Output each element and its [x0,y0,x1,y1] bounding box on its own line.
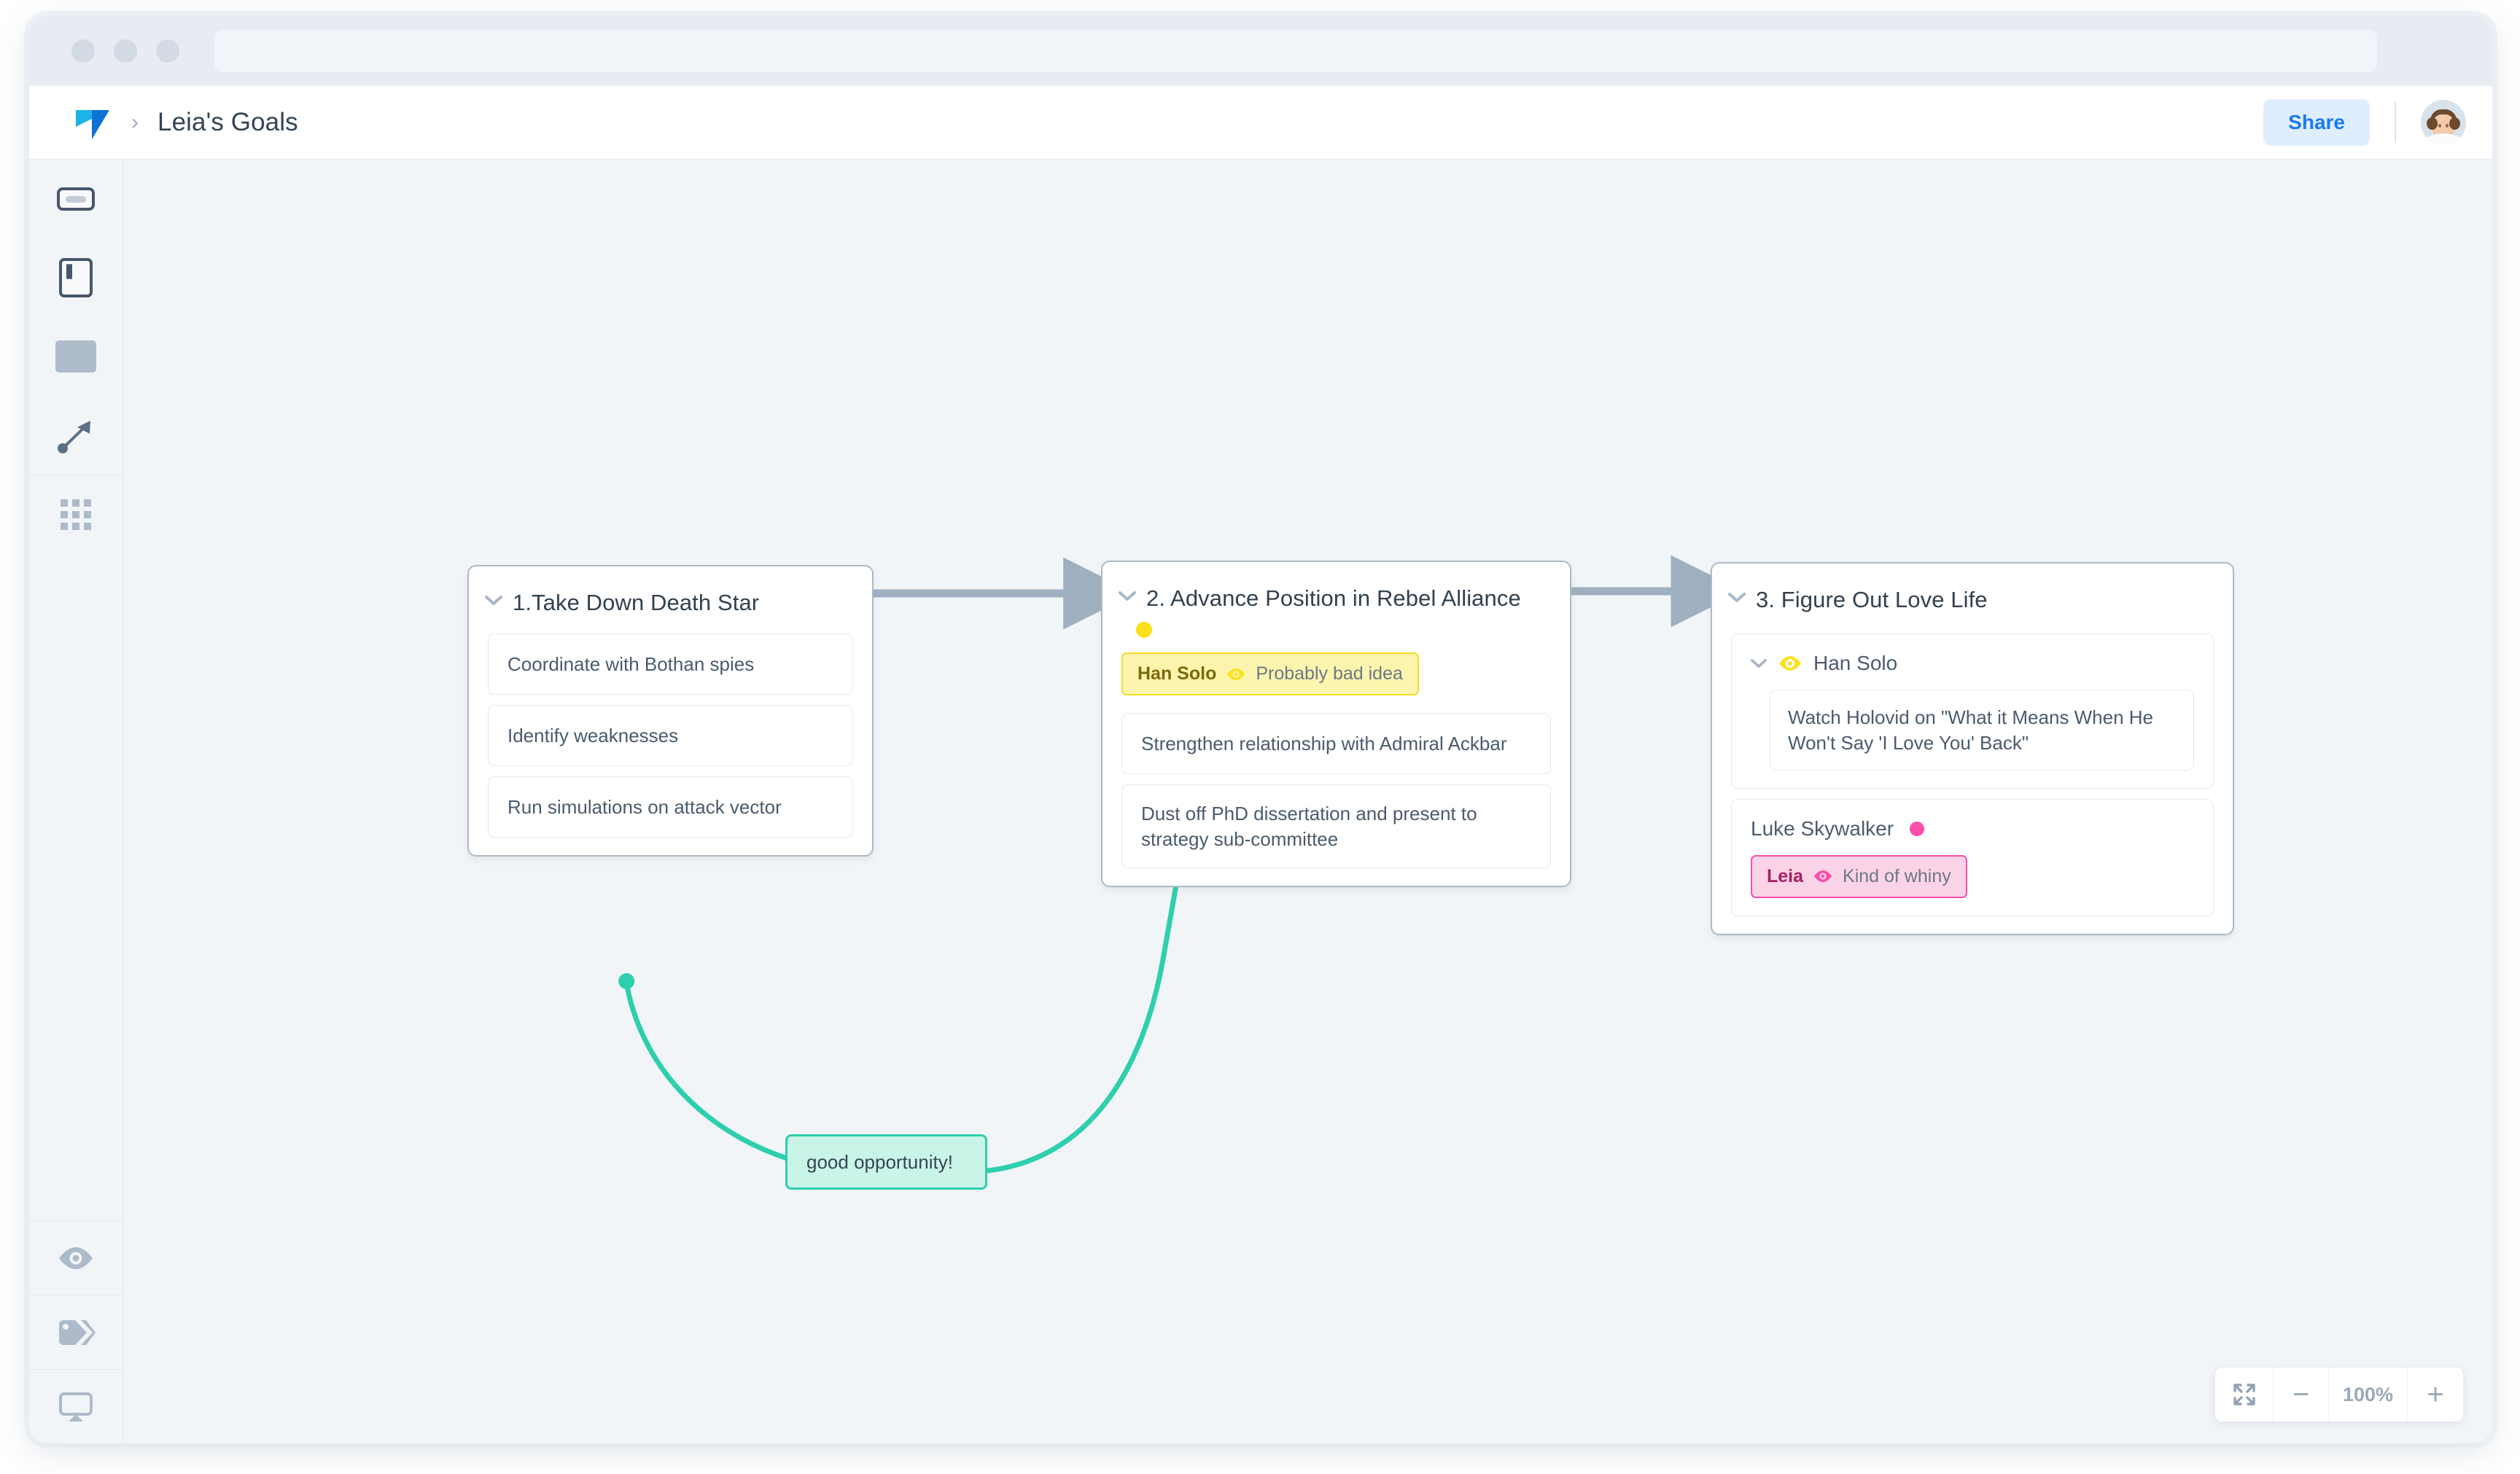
card-title: 1.Take Down Death Star [513,590,760,615]
comment-text: Probably bad idea [1256,663,1403,685]
present-screen-icon [59,1392,93,1422]
card-list-tool[interactable] [29,238,122,317]
connector-card1-note [623,980,790,1161]
card-header[interactable]: 2. Advance Position in Rebel Alliance [1102,562,1570,613]
address-bar[interactable] [214,30,2377,72]
chevron-down-icon[interactable] [1751,658,1767,668]
visibility-tool[interactable] [29,1220,122,1295]
chevron-down-icon[interactable] [1728,593,1746,603]
avatar[interactable] [2421,100,2466,145]
card-group-list: Han Solo Watch Holovid on "What it Means… [1712,615,2233,934]
grid-icon [61,499,91,530]
chevron-down-icon[interactable] [1119,591,1136,601]
card-item[interactable]: Run simulations on attack vector [488,776,853,838]
frame-icon [55,340,96,373]
frame-tool[interactable] [29,317,122,396]
card-title: 2. Advance Position in Rebel Alliance [1146,585,1521,611]
card-group-luke-skywalker[interactable]: Luke Skywalker Leia Kind of whiny [1731,798,2214,916]
card-list-icon [59,258,93,297]
teal-connector-start-dot [618,973,635,989]
maximize-window-button[interactable] [156,39,179,63]
present-tool[interactable] [29,1369,122,1443]
comment-chip[interactable]: Han Solo Probably bad idea [1121,652,1419,696]
group-name: Han Solo [1813,652,1898,675]
app-body: 1.Take Down Death Star Coordinate with B… [29,160,2492,1443]
tags-icon [59,1319,96,1345]
group-header[interactable]: Luke Skywalker [1751,817,2194,841]
card-item[interactable]: Coordinate with Bothan spies [488,633,853,695]
zoom-out-button[interactable]: − [2274,1368,2329,1422]
card-header[interactable]: 3. Figure Out Love Life [1712,564,2233,615]
card-item[interactable]: Strengthen relationship with Admiral Ack… [1121,713,1551,775]
browser-window: › Leia's Goals Share [29,16,2492,1443]
chevron-down-icon[interactable] [485,596,502,606]
app-header: › Leia's Goals Share [29,86,2492,160]
close-window-button[interactable] [71,39,95,63]
zoom-in-button[interactable]: + [2427,1378,2444,1411]
app-logo[interactable] [76,106,109,139]
card-item[interactable]: Dust off PhD dissertation and present to… [1121,784,1551,868]
eye-icon [1779,656,1801,671]
eye-icon [1227,668,1245,680]
sticky-note[interactable]: good opportunity! [785,1134,987,1190]
tags-tool[interactable] [29,1295,122,1369]
card-title: 3. Figure Out Love Life [1756,587,1988,612]
card-item-list: Coordinate with Bothan spies Identify we… [469,617,872,855]
goal-card-2[interactable]: 2. Advance Position in Rebel Alliance Ha… [1101,561,1571,887]
zoom-level: 100% [2329,1368,2408,1422]
minimize-window-button[interactable] [114,39,137,63]
header-divider [2395,102,2396,143]
card-tool[interactable] [29,160,122,238]
tool-sidebar [29,160,123,1443]
eye-icon [59,1247,93,1269]
fit-to-screen-button[interactable] [2215,1368,2274,1422]
card-item[interactable]: Watch Holovid on "What it Means When He … [1770,690,2194,771]
page-title: Leia's Goals [158,108,298,136]
header-actions: Share [2263,99,2466,146]
status-badge [1136,622,1152,639]
eye-icon [1814,870,1832,883]
card-group-han-solo[interactable]: Han Solo Watch Holovid on "What it Means… [1731,633,2214,789]
connector-tool[interactable] [29,396,122,475]
comment-chip[interactable]: Leia Kind of whiny [1751,854,1967,898]
fit-to-screen-icon [2233,1384,2255,1405]
status-badge [1910,821,1925,836]
card-item-list: Strengthen relationship with Admiral Ack… [1102,700,1570,886]
group-header[interactable]: Han Solo [1751,652,2194,675]
comment-text: Kind of whiny [1843,865,1951,886]
grid-tool[interactable] [29,475,122,554]
comment-chip-wrapper: Han Solo Probably bad idea [1102,638,1570,700]
goal-card-1[interactable]: 1.Take Down Death Star Coordinate with B… [467,565,874,857]
window-controls [71,39,179,63]
group-name: Luke Skywalker [1751,816,1894,840]
goal-card-3[interactable]: 3. Figure Out Love Life [1711,562,2234,935]
share-button[interactable]: Share [2263,99,2370,146]
browser-titlebar [29,16,2492,86]
comment-author: Han Solo [1138,663,1217,685]
breadcrumb-separator-icon: › [131,110,139,134]
card-icon [57,187,95,211]
arrow-connector-icon [58,421,90,453]
comment-author: Leia [1767,865,1804,886]
card-item[interactable]: Identify weaknesses [488,705,853,767]
canvas[interactable]: 1.Take Down Death Star Coordinate with B… [123,160,2492,1443]
card-header[interactable]: 1.Take Down Death Star [469,566,872,617]
zoom-control: − 100% + [2215,1368,2463,1422]
group-item-list: Watch Holovid on "What it Means When He … [1751,675,2194,771]
